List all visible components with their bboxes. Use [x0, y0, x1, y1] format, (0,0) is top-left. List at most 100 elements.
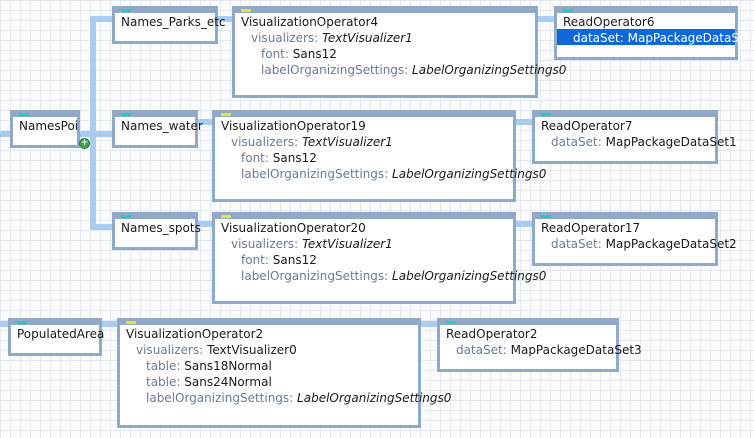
node-type-marker-icon [126, 321, 136, 324]
add-output-button[interactable]: + [79, 138, 90, 149]
property-key: dataSet: [551, 237, 602, 251]
property-key: table: [146, 375, 181, 389]
source-node-names-spots[interactable]: Names_spots [112, 212, 201, 250]
property-value: Sans24Normal [184, 375, 272, 389]
source-node-populatedarea[interactable]: PopulatedArea [8, 318, 105, 356]
node-property-row[interactable]: font: Sans12 [215, 149, 513, 165]
property-key: font: [241, 151, 269, 165]
property-key: visualizers: [231, 237, 299, 251]
property-value: Sans12 [292, 47, 337, 61]
node-title: ReadOperator7 [541, 119, 633, 133]
node-header-bar[interactable] [535, 113, 715, 117]
node-header-bar[interactable] [215, 113, 513, 117]
property-value: LabelOrganizingSettings0 [392, 167, 547, 181]
node-type-marker-icon [541, 113, 551, 116]
node-property-row[interactable]: dataSet: MapPackageDataSet2 [535, 235, 737, 251]
node-header-bar[interactable] [11, 321, 99, 325]
node-property-row[interactable]: font: Sans12 [215, 251, 513, 267]
node-property-row[interactable]: labelOrganizingSettings: LabelOrganizing… [235, 61, 566, 77]
node-property-row[interactable]: table: Sans18Normal [120, 357, 418, 373]
node-header-bar[interactable] [115, 113, 195, 117]
node-type-marker-icon [241, 9, 251, 12]
node-header-bar[interactable] [120, 321, 418, 325]
property-value: MapPackageDataSet0 [627, 31, 754, 45]
property-key: visualizers: [136, 343, 204, 357]
node-header-bar[interactable] [115, 215, 195, 219]
connector [514, 221, 534, 227]
node-header-bar[interactable] [535, 215, 715, 219]
property-value: LabelOrganizingSettings0 [412, 63, 567, 77]
node-property-row[interactable]: dataSet: MapPackageDataSet0 [557, 29, 754, 45]
node-property-row[interactable]: table: Sans24Normal [120, 373, 418, 389]
property-value: LabelOrganizingSettings0 [392, 269, 547, 283]
property-value: TextVisualizer1 [322, 31, 413, 45]
node-title: Names_spots [121, 221, 201, 235]
node-title: VisualizationOperator20 [221, 221, 366, 235]
source-node-names-water[interactable]: Names_water [112, 110, 203, 148]
property-key: dataSet: [573, 31, 624, 45]
node-header-bar[interactable] [13, 113, 77, 117]
node-header-bar[interactable] [215, 215, 513, 219]
connector [90, 16, 96, 230]
source-node-names-parks-etc[interactable]: Names_Parks_etc [112, 6, 226, 44]
property-key: dataSet: [551, 135, 602, 149]
node-title: VisualizationOperator19 [221, 119, 366, 133]
node-property-row[interactable]: labelOrganizingSettings: LabelOrganizing… [120, 389, 451, 405]
node-title: Names_water [121, 119, 203, 133]
node-header-bar[interactable] [557, 9, 735, 13]
node-title: ReadOperator17 [541, 221, 641, 235]
node-title: PopulatedArea [17, 327, 105, 341]
property-value: MapPackageDataSet1 [605, 135, 737, 149]
node-title: VisualizationOperator2 [126, 327, 264, 341]
node-type-marker-icon [541, 215, 551, 218]
node-type-marker-icon [221, 215, 231, 218]
connector [217, 16, 233, 22]
node-property-row[interactable]: visualizers: TextVisualizer1 [235, 29, 535, 45]
node-header-bar[interactable] [440, 321, 616, 325]
node-type-marker-icon [121, 113, 131, 116]
node-property-row[interactable]: dataSet: MapPackageDataSet3 [440, 341, 642, 357]
connector [196, 221, 214, 227]
source-node-namespoi[interactable]: NamesPoi [10, 110, 80, 148]
connector [78, 131, 114, 137]
node-property-row[interactable]: visualizers: TextVisualizer0 [120, 341, 418, 357]
connector [419, 321, 439, 327]
property-value: LabelOrganizingSettings0 [297, 391, 452, 405]
node-property-row[interactable]: labelOrganizingSettings: LabelOrganizing… [215, 165, 546, 181]
connector [0, 321, 10, 327]
connector [100, 321, 118, 327]
property-value: Sans12 [272, 253, 317, 267]
node-property-row[interactable]: font: Sans12 [235, 45, 535, 61]
node-property-row[interactable]: labelOrganizingSettings: LabelOrganizing… [215, 267, 546, 283]
node-property-row[interactable]: visualizers: TextVisualizer1 [215, 133, 513, 149]
node-title: VisualizationOperator4 [241, 15, 379, 29]
property-value: MapPackageDataSet2 [605, 237, 737, 251]
node-title: ReadOperator6 [563, 15, 655, 29]
node-type-marker-icon [121, 215, 131, 218]
node-property-row[interactable]: dataSet: MapPackageDataSet1 [535, 133, 737, 149]
property-key: labelOrganizingSettings: [241, 269, 389, 283]
property-value: TextVisualizer1 [302, 135, 393, 149]
node-type-marker-icon [446, 321, 456, 324]
property-key: labelOrganizingSettings: [261, 63, 409, 77]
node-header-bar[interactable] [115, 9, 215, 13]
property-key: font: [241, 253, 269, 267]
connector [0, 131, 14, 137]
connector [90, 224, 114, 230]
node-type-marker-icon [121, 9, 131, 12]
connector [536, 16, 556, 22]
property-key: dataSet: [456, 343, 507, 357]
node-type-marker-icon [563, 9, 573, 12]
node-title: Names_Parks_etc [121, 15, 226, 29]
node-header-bar[interactable] [235, 9, 535, 13]
node-property-row[interactable]: visualizers: TextVisualizer1 [215, 235, 513, 251]
